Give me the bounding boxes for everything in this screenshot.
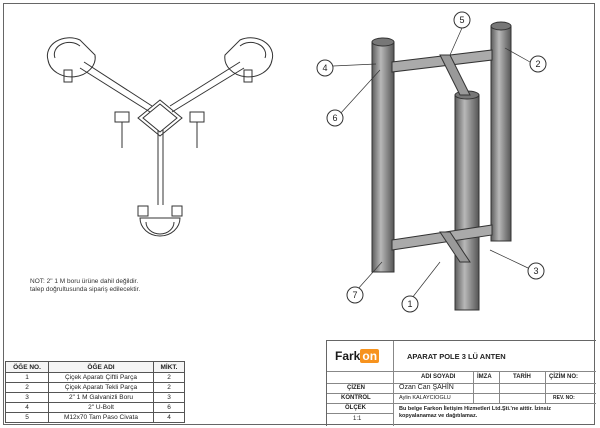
bom-qty: 2 <box>153 382 185 393</box>
arm-left <box>79 67 151 113</box>
u-bolt-right-inner <box>239 41 267 59</box>
bom-no: 5 <box>5 412 49 423</box>
bracket-top-front <box>439 54 471 96</box>
bom-header-qty: MİKT. <box>153 361 185 373</box>
bom-no: 4 <box>5 402 49 413</box>
balloon-3-label: 3 <box>533 266 538 276</box>
center-plate <box>137 99 183 137</box>
isometric-view: 5 2 4 6 3 1 7 <box>316 11 547 313</box>
note-text: NOT: 2" 1 M boru ürüne dahil değildir. t… <box>30 278 140 294</box>
note-line-1: NOT: 2" 1 M boru ürüne dahil değildir. <box>30 278 139 285</box>
cizen-name: Ozan Can ŞAHİN <box>399 384 454 391</box>
leader-3 <box>489 249 529 269</box>
bom-name: Çiçek Aparatı Tekli Parça <box>48 382 154 393</box>
u-bolt-left-inner <box>53 41 81 59</box>
bom-name: Çiçek Aparatı Çiftli Parça <box>48 372 154 383</box>
kontrol-name: Aylin KALAYCIOGLU <box>399 395 451 401</box>
balloon-6-label: 6 <box>332 113 337 123</box>
leader-1 <box>411 261 441 299</box>
leader-2 <box>504 47 531 63</box>
balloon-6: 6 <box>326 109 344 127</box>
bom-qty: 6 <box>153 402 185 413</box>
bom-no: 3 <box>5 392 49 403</box>
leader-6 <box>339 69 381 115</box>
nut-left <box>63 69 73 83</box>
pole-right <box>490 25 512 242</box>
rev-no: REV. NO: <box>553 395 575 401</box>
bom-qty: 2 <box>153 372 185 383</box>
row-cizen: ÇİZEN <box>347 385 365 391</box>
bracket-bottom-front <box>439 231 471 263</box>
footer-line-1: Bu belge Farkon İletişim Hizmetleri Ltd.… <box>399 406 551 412</box>
pole-right-top <box>490 21 512 31</box>
row-kontrol: KONTROL <box>341 395 371 401</box>
arm-left-edge <box>83 61 153 107</box>
bom-qty: 3 <box>153 392 185 403</box>
leader-4 <box>332 63 377 67</box>
olcek-value: 1:1 <box>353 416 362 422</box>
note-line-2: talep doğrultusunda sipariş edilecektir. <box>30 286 141 293</box>
drawing-title: APARAT POLE 3 LÜ ANTEN <box>407 352 506 361</box>
pole-front <box>454 94 480 311</box>
bracket-bottom-back <box>391 224 493 251</box>
balloon-2: 2 <box>529 55 547 73</box>
balloon-5-label: 5 <box>459 15 464 25</box>
balloon-5: 5 <box>453 11 471 29</box>
bom-header-row: ÖĞE NO. ÖĞE ADI MİKT. <box>5 361 185 373</box>
nut-bottom-left <box>137 205 149 217</box>
balloon-1: 1 <box>401 295 419 313</box>
bom-qty: 4 <box>153 412 185 423</box>
bom-name: 2" 1 M Galvanizli Boru <box>48 392 154 403</box>
logo-text-fark: Fark <box>335 349 361 363</box>
bolt-left <box>114 111 130 123</box>
u-bolt-left <box>46 37 96 78</box>
u-bolt-bottom <box>139 217 181 237</box>
arm-right-edge <box>171 67 245 113</box>
leader-7 <box>356 261 383 291</box>
col-tarih: TARİH <box>513 374 531 380</box>
logo-text-on: on <box>360 349 380 363</box>
bom-no: 2 <box>5 382 49 393</box>
balloon-4: 4 <box>316 59 334 77</box>
top-view-drawing <box>46 37 274 237</box>
bom-name: M12x70 Tam Paso Civata <box>48 412 154 423</box>
bom-name: 2" U-Bolt <box>48 402 154 413</box>
balloon-7-label: 7 <box>352 290 357 300</box>
u-bolt-bottom-inner <box>145 221 175 235</box>
bom-header-no: ÖĞE NO. <box>5 361 49 373</box>
balloon-2-label: 2 <box>535 59 540 69</box>
col-cizim-no: ÇİZİM NO: <box>549 374 578 380</box>
u-bolt-right <box>224 37 274 78</box>
drawing-sheet <box>3 3 595 425</box>
pole-left-top <box>371 37 395 47</box>
balloon-1-label: 1 <box>407 299 412 309</box>
balloon-3: 3 <box>527 262 545 280</box>
pole-left <box>371 41 395 273</box>
balloon-4-label: 4 <box>322 63 327 73</box>
balloon-7: 7 <box>346 286 364 304</box>
leader-5 <box>449 27 463 56</box>
nut-right <box>243 69 253 83</box>
col-adi-soyadi: ADI SOYADI <box>421 374 456 380</box>
nut-bottom-right <box>171 205 183 217</box>
bracket-top-back <box>391 49 493 73</box>
footer-line-2: kopyalanamaz ve dağıtılamaz. <box>399 413 478 419</box>
col-imza: İMZA <box>477 374 492 380</box>
center-plate-inner <box>142 103 178 133</box>
bom-no: 1 <box>5 372 49 383</box>
row-olcek: ÖLÇEK <box>345 405 366 411</box>
bom-header-name: ÖĞE ADI <box>48 361 154 373</box>
arm-right <box>169 61 241 107</box>
bolt-right <box>189 111 205 123</box>
